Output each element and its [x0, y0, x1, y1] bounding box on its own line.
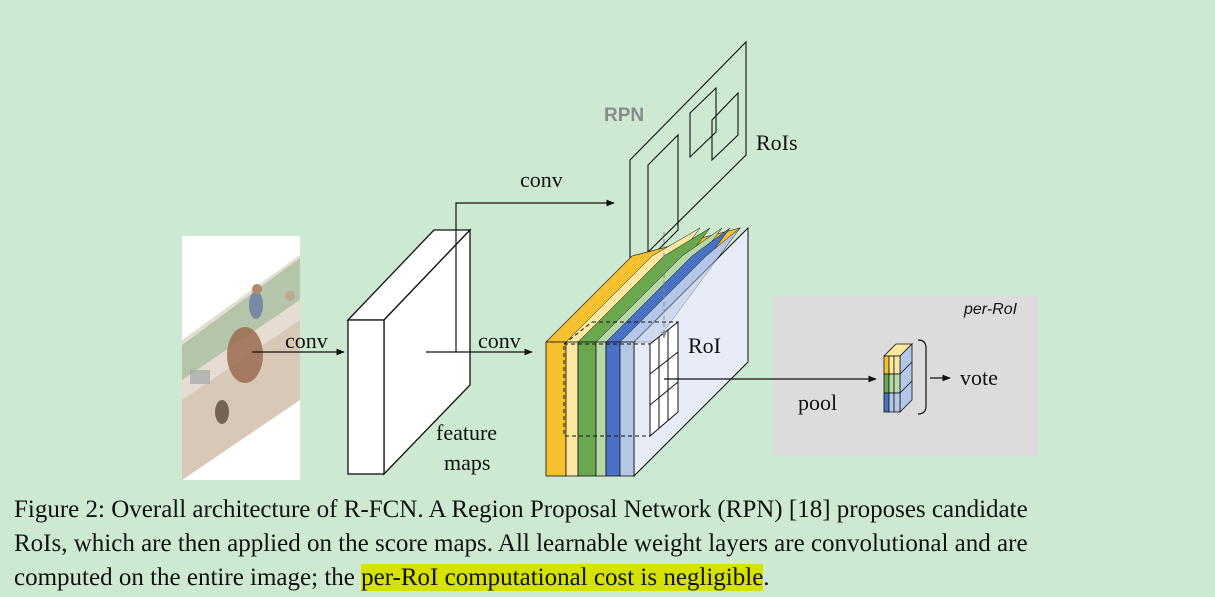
caption-line-2: RoIs, which are then applied on the scor… — [14, 530, 1028, 557]
rpn-plane — [629, 40, 747, 272]
conv-label-2: conv — [478, 328, 521, 353]
conv-label-top: conv — [520, 167, 563, 192]
caption-highlight: per-RoI computational cost is negligible — [361, 564, 764, 591]
conv-arrow-rpn — [455, 199, 615, 352]
feature-maps-label-1: feature — [436, 420, 497, 445]
pool-label: pool — [798, 390, 837, 415]
feature-maps-label-2: maps — [444, 450, 490, 475]
caption-line-3-end: . — [763, 564, 770, 591]
caption-line-3-start: computed on the entire image; the — [14, 564, 362, 591]
rpn-label: RPN — [604, 105, 644, 126]
vote-label: vote — [960, 365, 998, 390]
roi-label: RoI — [688, 333, 721, 358]
input-image — [182, 236, 300, 480]
vote-bracket — [917, 339, 927, 415]
caption-line-1: Figure 2: Overall architecture of R-FCN.… — [14, 496, 1028, 523]
figure-caption: Figure 2: Overall architecture of R-FCN.… — [14, 493, 1210, 595]
per-roi-label: per-RoI — [963, 301, 1018, 318]
caption-line-3: computed on the entire image; the per-Ro… — [14, 561, 1210, 595]
architecture-figure: conv feature maps conv conv RPN RoIs — [182, 40, 1038, 480]
conv-label-1: conv — [285, 328, 328, 353]
rois-label: RoIs — [756, 130, 798, 155]
pooled-cuboid — [883, 343, 913, 413]
